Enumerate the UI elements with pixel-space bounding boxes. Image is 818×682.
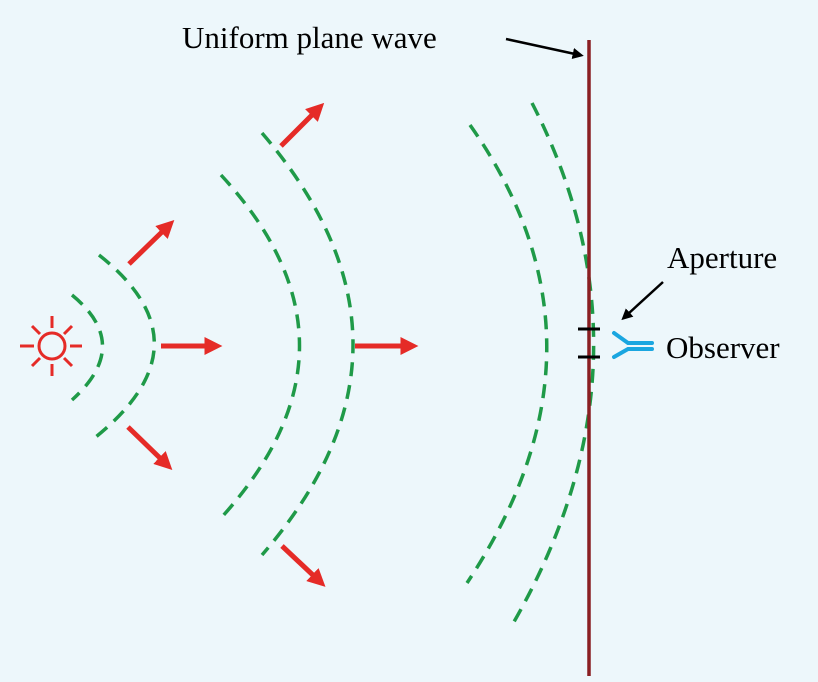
arrow-lower-2: [280, 544, 326, 587]
wavefronts: [70, 102, 596, 628]
aperture-label: Aperture: [667, 240, 777, 275]
observer-icon: [612, 331, 654, 359]
observer-label: Observer: [666, 330, 780, 365]
wavefront-3: [219, 173, 302, 520]
arrow-lower-1: [126, 425, 173, 471]
wavefront-5: [465, 123, 549, 584]
wavefront-6: [509, 102, 596, 628]
plane-wave-label-arrow: [505, 37, 584, 60]
arrow-upper-1: [127, 219, 175, 266]
wavefront-4: [260, 131, 355, 557]
arrow-upper-2: [279, 102, 325, 148]
wavefront-2: [90, 253, 157, 442]
aperture-ticks: [578, 327, 600, 359]
aperture-label-arrow: [621, 281, 664, 321]
propagation-arrows: [126, 102, 419, 587]
plane-wave-label: Uniform plane wave: [182, 20, 437, 55]
point-source-icon: [20, 316, 82, 376]
